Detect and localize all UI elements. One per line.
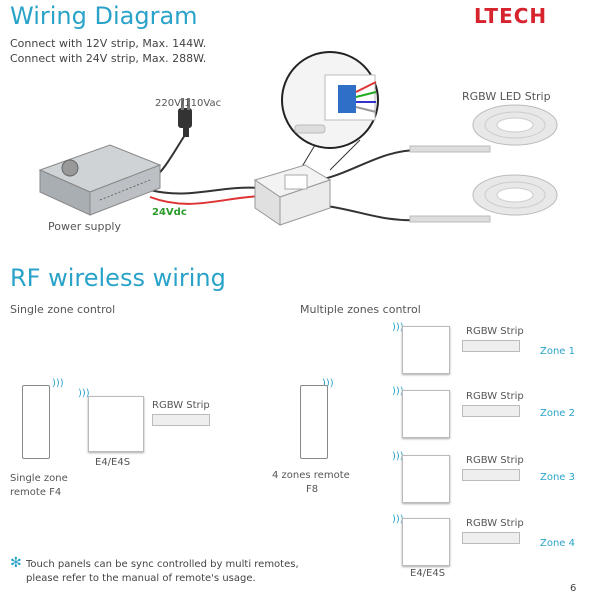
multi-panel-label: E4/E4S — [410, 568, 446, 579]
remote-f8-icon — [300, 385, 328, 459]
note-line-1: Touch panels can be sync controlled by m… — [26, 559, 299, 570]
zone-2-panel-icon — [402, 390, 450, 438]
wireless-signal-icon: ))) — [392, 514, 404, 525]
dc-voltage-label: 24Vdc — [152, 207, 187, 218]
ac-plug-icon — [178, 98, 192, 137]
zone-4-label: Zone 4 — [540, 538, 575, 549]
led-strip-reel-2-icon — [409, 174, 558, 223]
zone-2-label: Zone 2 — [540, 408, 575, 419]
zone-2-strip-icon — [462, 405, 520, 417]
zone-4-panel-icon — [402, 518, 450, 566]
zone-3-panel-icon — [402, 455, 450, 503]
dc-wire-black — [149, 186, 261, 195]
remote-f4-icon — [22, 385, 50, 459]
dc-wire-red — [149, 195, 261, 205]
brand-logo: LTECH — [474, 4, 548, 28]
wireless-signal-icon: ))) — [392, 451, 404, 462]
page-number: 6 — [570, 583, 577, 594]
zoom-line-2 — [329, 139, 361, 171]
strip-wire-1 — [319, 149, 421, 181]
wiring-diagram — [38, 51, 558, 226]
touch-panel-icon — [88, 396, 144, 452]
zone-4-strip-label: RGBW Strip — [466, 518, 524, 529]
led-strip-label: RGBW LED Strip — [462, 90, 551, 103]
zone-2-strip-label: RGBW Strip — [466, 391, 524, 402]
note-line-2: please refer to the manual of remote's u… — [26, 573, 256, 584]
zone-1-strip-icon — [462, 340, 520, 352]
zone-3-strip-label: RGBW Strip — [466, 455, 524, 466]
asterisk-icon: ✻ — [10, 555, 22, 571]
zone-1-label: Zone 1 — [540, 346, 575, 357]
wireless-signal-icon: ))) — [78, 388, 90, 399]
single-zone-title: Single zone control — [10, 303, 116, 316]
single-remote-label-2: remote F4 — [10, 487, 62, 498]
zone-3-strip-icon — [462, 469, 520, 481]
power-supply-icon — [38, 144, 162, 216]
wall-panel-icon — [253, 164, 332, 226]
single-remote-label-1: Single zone — [10, 473, 68, 484]
terminal-zoom-icon — [281, 51, 379, 149]
zone-4-strip-icon — [462, 532, 520, 544]
power-supply-label: Power supply — [48, 220, 121, 233]
zone-1-strip-label: RGBW Strip — [466, 326, 524, 337]
spec-line-24v: Connect with 24V strip, Max. 288W. — [10, 52, 207, 65]
spec-line-12v: Connect with 12V strip, Max. 144W. — [10, 37, 207, 50]
strip-wire-2 — [319, 204, 421, 222]
multi-zone-title: Multiple zones control — [300, 303, 421, 316]
page-title: Wiring Diagram — [10, 2, 198, 30]
rf-section-title: RF wireless wiring — [10, 264, 226, 292]
zone-3-label: Zone 3 — [540, 472, 575, 483]
panel-label: E4/E4S — [95, 457, 131, 468]
wireless-signal-icon: ))) — [52, 378, 64, 389]
strip-label: RGBW Strip — [152, 400, 210, 411]
wireless-signal-icon: ))) — [322, 378, 334, 389]
led-strip-icon — [152, 414, 210, 426]
led-strip-reel-1-icon — [409, 104, 558, 153]
wireless-signal-icon: ))) — [392, 322, 404, 333]
multi-remote-label-2: F8 — [306, 484, 319, 495]
ac-voltage-label: 220V/110Vac — [155, 98, 222, 109]
multi-remote-label-1: 4 zones remote — [272, 470, 350, 481]
zone-1-panel-icon — [402, 326, 450, 374]
wireless-signal-icon: ))) — [392, 386, 404, 397]
